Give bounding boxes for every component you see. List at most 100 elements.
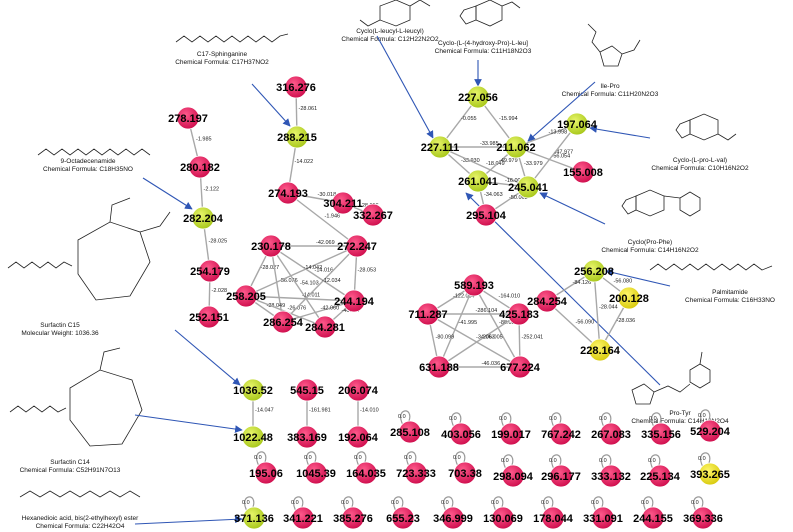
node-circle[interactable] — [404, 461, 428, 485]
node-circle[interactable] — [499, 422, 523, 446]
node-circle[interactable] — [541, 506, 565, 530]
network-node-n284b[interactable]: 284.254 — [527, 289, 568, 313]
network-node-n316[interactable]: 316.276 — [276, 75, 316, 99]
node-circle[interactable] — [284, 75, 308, 99]
node-circle[interactable] — [588, 338, 612, 362]
network-node-n589[interactable]: 589.193 — [454, 273, 494, 297]
network-node-n383[interactable]: 383.169 — [287, 425, 327, 449]
node-circle[interactable] — [474, 203, 498, 227]
node-circle[interactable] — [591, 506, 615, 530]
node-circle[interactable] — [354, 461, 378, 485]
node-circle[interactable] — [398, 420, 422, 444]
node-circle[interactable] — [535, 289, 559, 313]
network-node-n244[interactable]: 244.194 — [334, 289, 375, 313]
network-node-n282[interactable]: 282.204 — [183, 206, 224, 230]
node-circle[interactable] — [462, 273, 486, 297]
node-circle[interactable] — [241, 378, 265, 402]
network-node-n280[interactable]: 280.182 — [180, 155, 220, 179]
network-node-n677[interactable]: 677.224 — [500, 355, 541, 379]
node-circle[interactable] — [295, 378, 319, 402]
node-circle[interactable] — [276, 181, 300, 205]
network-node-n332[interactable]: 332.267 — [353, 203, 393, 227]
node-circle[interactable] — [346, 425, 370, 449]
node-circle[interactable] — [291, 506, 315, 530]
network-node-n197[interactable]: 197.064 — [557, 112, 598, 136]
network-node-n206[interactable]: 206.074 — [338, 378, 379, 402]
node-circle[interactable] — [188, 155, 212, 179]
node-circle[interactable] — [271, 310, 295, 334]
node-circle[interactable] — [453, 461, 477, 485]
node-circle[interactable] — [571, 160, 595, 184]
node-circle[interactable] — [313, 315, 337, 339]
network-node-n425[interactable]: 425.183 — [499, 302, 539, 326]
node-circle[interactable] — [361, 203, 385, 227]
node-circle[interactable] — [648, 464, 672, 488]
network-node-n245[interactable]: 245.041 — [508, 175, 548, 199]
node-circle[interactable] — [617, 286, 641, 310]
node-circle[interactable] — [259, 234, 283, 258]
node-circle[interactable] — [345, 234, 369, 258]
network-node-n711[interactable]: 711.287 — [408, 302, 448, 326]
network-node-n228[interactable]: 228.164 — [580, 338, 621, 362]
node-circle[interactable] — [391, 506, 415, 530]
node-circle[interactable] — [691, 506, 715, 530]
network-node-n227b[interactable]: 227.111 — [421, 135, 460, 159]
network-node-n230[interactable]: 230.178 — [251, 234, 291, 258]
node-circle[interactable] — [197, 305, 221, 329]
network-node-n254[interactable]: 254.179 — [190, 259, 230, 283]
node-circle[interactable] — [234, 284, 258, 308]
node-circle[interactable] — [176, 106, 200, 130]
node-circle[interactable] — [501, 464, 525, 488]
network-node-n261[interactable]: 261.041 — [458, 169, 498, 193]
node-circle[interactable] — [416, 302, 440, 326]
node-circle[interactable] — [441, 506, 465, 530]
node-circle[interactable] — [582, 259, 606, 283]
node-circle[interactable] — [254, 461, 278, 485]
node-circle[interactable] — [449, 422, 473, 446]
node-circle[interactable] — [241, 425, 265, 449]
node-circle[interactable] — [198, 259, 222, 283]
network-node-n256[interactable]: 256.208 — [574, 259, 614, 283]
node-circle[interactable] — [427, 355, 451, 379]
node-circle[interactable] — [346, 378, 370, 402]
node-circle[interactable] — [466, 85, 490, 109]
node-circle[interactable] — [295, 425, 319, 449]
network-node-n278[interactable]: 278.197 — [168, 106, 208, 130]
network-node-n284a[interactable]: 284.281 — [305, 315, 345, 339]
network-node-n200[interactable]: 200.128 — [609, 286, 649, 310]
node-circle[interactable] — [599, 422, 623, 446]
network-node-n274[interactable]: 274.193 — [268, 181, 308, 205]
network-node-n1022[interactable]: 1022.48 — [233, 425, 273, 449]
node-circle[interactable] — [428, 135, 452, 159]
node-circle[interactable] — [507, 302, 531, 326]
node-circle[interactable] — [698, 462, 722, 486]
network-node-n288[interactable]: 288.215 — [277, 125, 317, 149]
node-circle[interactable] — [285, 125, 309, 149]
node-circle[interactable] — [599, 464, 623, 488]
network-node-n192[interactable]: 192.064 — [338, 425, 379, 449]
network-node-n211[interactable]: 211.062 — [496, 135, 536, 159]
network-node-n272[interactable]: 272.247 — [337, 234, 377, 258]
network-node-n227a[interactable]: 227.056 — [458, 85, 498, 109]
network-node-n155[interactable]: 155.008 — [563, 160, 603, 184]
network-node-n1036[interactable]: 1036.52 — [233, 378, 273, 402]
